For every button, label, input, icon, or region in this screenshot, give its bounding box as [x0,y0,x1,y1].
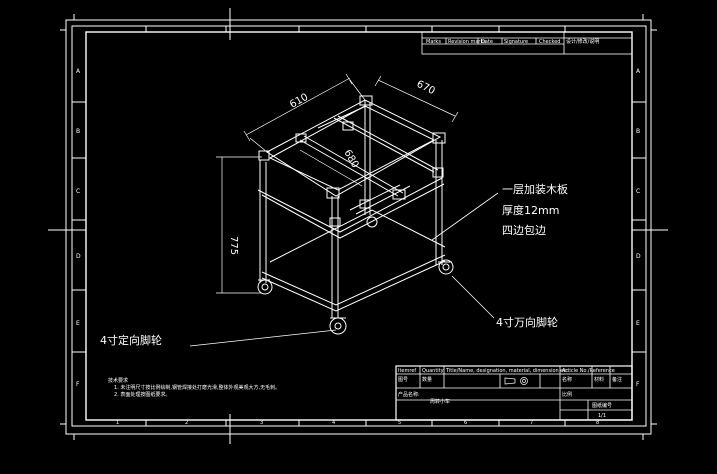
dimension-width-right: 670 [415,79,437,97]
revision-header: 设计/修改/说明 [566,38,599,45]
row-label: F [636,381,640,388]
row-label: B [76,128,80,135]
column-label: 4 [332,420,335,426]
title-header-cell: Title/Name, designation, material, dimen… [445,368,568,374]
row-label: C [636,188,640,195]
revision-header: Marks [426,39,441,45]
column-label: 7 [530,420,533,426]
title-block: Itemref Quantity Title/Name, designation… [395,365,633,421]
column-label: 8 [596,420,599,426]
revision-header: Checked [539,39,560,45]
drawing-frame [48,8,668,444]
leader-lines [189,192,499,347]
callout-board-line2: 厚度12mm [502,203,559,217]
sheet-label: 图纸编号 [592,402,612,409]
title-header-cell: Article No./Reference [562,368,615,374]
sheet-value: 1/1 [598,413,606,419]
revision-block: Marks Revision marks Date Signature Chec… [421,31,633,55]
frame-row-labels: A B C D E F A B C D E F [76,68,641,388]
revision-header: Revision marks [448,39,486,45]
title-mid-cell: 名称 [562,376,572,383]
cart-frame-drawing [257,95,454,335]
title-header-cell: Itemref [398,368,416,374]
column-label: 5 [398,420,401,426]
row-label: B [636,128,640,135]
revision-header: Date [481,39,493,45]
column-label: 3 [260,420,263,426]
notes-line2: 2. 表面处理按图纸要求。 [114,391,170,398]
callout-board-line1: 一层加装木板 [502,182,568,196]
technical-notes: 技术要求 1. 未注明尺寸按比例绘制,钢管焊接处打磨光滑,整体外观美观大方,无毛… [108,377,280,398]
title-mid-cell: 图号 [398,377,408,383]
title-header-cell: Quantity [422,368,444,374]
notes-title: 技术要求 [108,377,128,384]
project-label: 产品名称: [398,391,420,398]
title-mid-cell: 数量 [422,376,432,383]
row-label: D [636,253,641,260]
dimension-lines [216,73,459,294]
column-label: 6 [464,420,467,426]
notes-line1: 1. 未注明尺寸按比例绘制,钢管焊接处打磨光滑,整体外观美观大方,无毛刺。 [114,384,280,391]
row-label: F [76,381,80,388]
callout-fixed-caster: 4寸定向脚轮 [100,333,162,347]
revision-header: Signature [504,39,528,45]
row-label: C [76,188,80,195]
callout-swivel-caster: 4寸万向脚轮 [496,315,558,329]
row-label: E [76,320,80,327]
column-label: 1 [116,420,119,426]
row-label: A [76,68,81,75]
dimension-width-left: 610 [288,92,310,111]
scale-label: 比例 [562,391,572,398]
frame-column-labels: 1 2 3 4 5 6 7 8 [116,420,599,426]
column-label: 2 [185,420,188,426]
row-label: E [636,320,640,327]
row-label: D [76,253,81,260]
dimension-height: 775 [228,236,239,255]
callout-board-line3: 四边包边 [502,224,546,237]
project-name: 周转小车 [430,398,450,405]
title-mid-cell: 备注 [612,376,622,383]
projection-symbol-icon [504,377,528,385]
title-mid-cell: 材料 [594,376,604,383]
row-label: A [636,68,641,75]
